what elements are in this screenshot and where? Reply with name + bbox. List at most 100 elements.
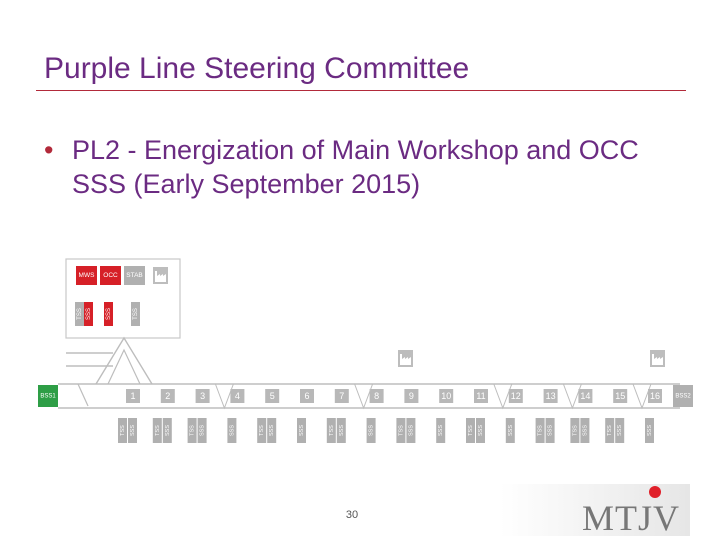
crossover (214, 383, 234, 410)
station-substation-label: SSS (582, 425, 588, 436)
station-substation-sss (406, 418, 416, 443)
station-label: 8 (374, 391, 379, 401)
station-substation-tss (535, 418, 545, 443)
station-label: 15 (615, 391, 625, 401)
station-substation-sss (128, 418, 137, 443)
station-substation-sss (162, 418, 172, 443)
station-label: 6 (304, 391, 309, 401)
depot-building-stab (124, 266, 145, 285)
station-substation-tss (605, 418, 615, 443)
depot-substation-label: SSS (86, 308, 92, 320)
page-number: 30 (345, 509, 359, 521)
logo-text: MTJV (582, 498, 680, 536)
crossover (493, 383, 513, 410)
station-substation-label: SSS (339, 425, 345, 436)
depot-substation-sss (104, 302, 113, 326)
station-label: 11 (476, 391, 485, 401)
depot-substation-tss (75, 302, 84, 326)
station-10 (439, 389, 454, 403)
station-substation-label: TSS (259, 425, 265, 436)
station-label: 14 (580, 391, 590, 401)
bss2-label: BSS2 (675, 394, 691, 400)
station-2 (160, 389, 175, 403)
station-substation-label: SSS (408, 425, 414, 436)
bullet-marker: • (44, 135, 54, 165)
depot-building-label: MWS (79, 272, 96, 279)
depot-substation-sss (84, 302, 93, 326)
station-substation-label: SSS (478, 425, 484, 436)
station-13 (543, 389, 558, 403)
bullet-text: PL2 - Energization of Main Workshop and … (72, 135, 639, 199)
station-substation-sss (227, 418, 237, 443)
factory-icon-shape (400, 354, 411, 365)
station-substation-tss (466, 418, 475, 443)
station-substation-label: TSS (538, 425, 544, 436)
station-4 (230, 389, 245, 403)
depot-building-label: OCC (103, 272, 118, 279)
station-label: 12 (511, 391, 521, 401)
station-16 (648, 389, 662, 403)
station-substation-label: SSS (508, 425, 514, 436)
station-substation-sss (615, 418, 625, 443)
station-substation-label: TSS (190, 425, 196, 436)
station-label: 10 (441, 391, 451, 401)
station-substation-sss (645, 418, 654, 443)
workshop-factory-icon (398, 350, 413, 367)
station-substation-sss (505, 418, 515, 443)
station-substation-label: TSS (468, 425, 474, 436)
station-substation-tss (396, 418, 406, 443)
depot-connector (95, 336, 153, 385)
station-substation-sss (297, 418, 306, 443)
station-substation-label: SSS (269, 425, 275, 436)
depot-building-label: STAB (126, 272, 143, 279)
station-label: 2 (165, 391, 170, 401)
station-9 (404, 389, 419, 403)
station-label: 13 (546, 391, 556, 401)
workshop-factory-icon (650, 350, 665, 367)
depot-substation-label: TSS (133, 308, 139, 320)
station-substation-tss (152, 418, 162, 443)
station-substation-label: SSS (617, 425, 623, 436)
station-8 (369, 389, 384, 403)
station-label: 7 (339, 391, 344, 401)
factory-icon-shape (652, 354, 663, 365)
bss1-box (38, 385, 58, 407)
station-substation-label: TSS (120, 425, 126, 436)
station-5 (265, 389, 280, 403)
station-6 (300, 389, 314, 403)
station-substation-label: SSS (229, 425, 235, 436)
station-substation-sss (580, 418, 590, 443)
station-15 (613, 389, 628, 403)
depot-building-mws (76, 266, 97, 285)
station-substation-label: SSS (438, 425, 444, 436)
depot-substation-tss (131, 302, 140, 326)
station-11 (474, 389, 488, 403)
mtjv-logo: MTJV (500, 484, 690, 536)
station-14 (578, 389, 593, 403)
depot-substation-label: TSS (77, 308, 83, 320)
station-substation-label: SSS (200, 425, 206, 436)
station-1 (126, 389, 140, 403)
station-label: 9 (409, 391, 414, 401)
station-label: 5 (270, 391, 275, 401)
depot-connector (77, 383, 89, 407)
station-7 (334, 389, 349, 403)
crossover (632, 383, 652, 410)
station-substation-label: SSS (165, 425, 171, 436)
station-substation-tss (570, 418, 580, 443)
station-substation-label: SSS (130, 425, 136, 436)
bss1-label: BSS1 (40, 394, 56, 400)
station-substation-label: SSS (299, 425, 305, 436)
depot-connector (107, 348, 141, 385)
bullet-point: • PL2 - Energization of Main Workshop an… (44, 133, 692, 201)
station-substation-label: TSS (607, 425, 613, 436)
bss2-box (673, 385, 693, 407)
station-substation-label: TSS (329, 425, 335, 436)
crossover (354, 383, 374, 410)
station-substation-label: TSS (572, 425, 578, 436)
station-label: 4 (235, 391, 240, 401)
station-substation-sss (436, 418, 446, 443)
station-label: 16 (650, 391, 660, 401)
